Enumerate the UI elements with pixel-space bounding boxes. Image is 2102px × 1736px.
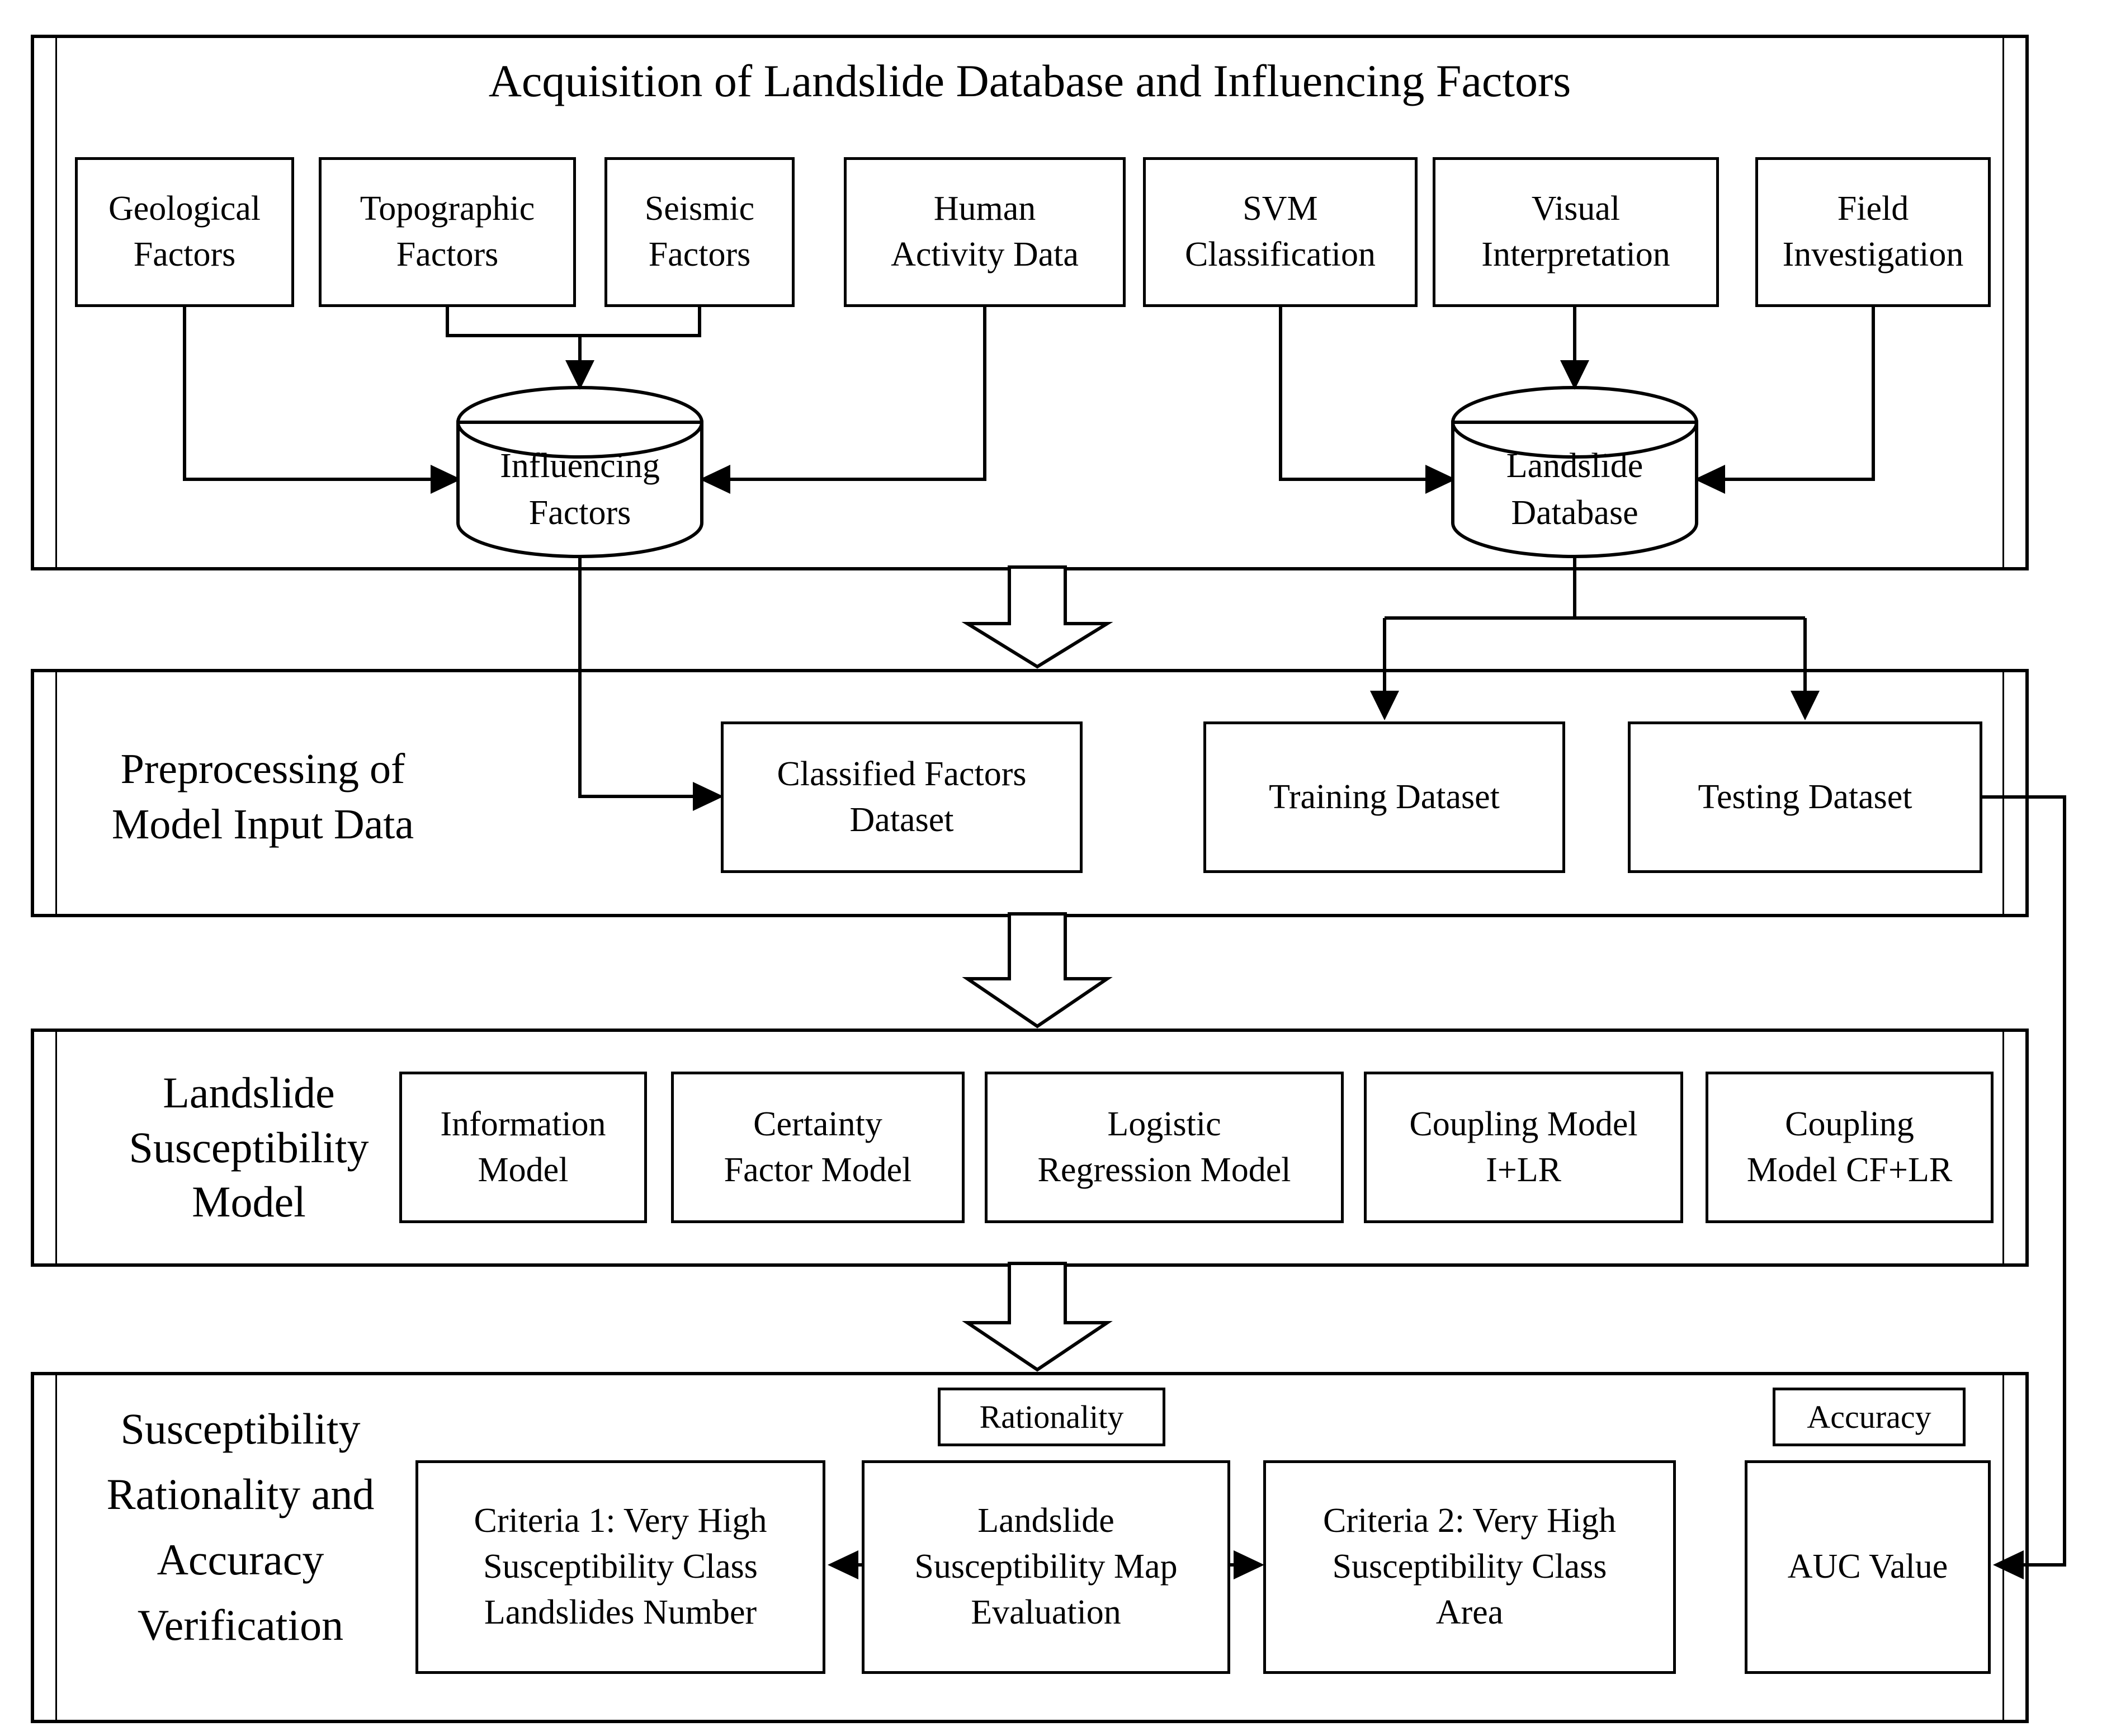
box-certainty-factor-model-label: Certainty Factor Model (724, 1105, 912, 1189)
box-auc-value: AUC Value (1745, 1460, 1991, 1674)
hollow-down-arrow-2 (962, 912, 1113, 1029)
box-certainty-factor-model: Certainty Factor Model (671, 1072, 965, 1223)
landslide-cylinder-top-ellipse (1451, 386, 1698, 459)
arrowhead-into-landslide-left (1425, 465, 1456, 494)
box-svm-classification: SVM Classification (1143, 157, 1418, 307)
arrowhead-into-landslide-top (1560, 360, 1589, 390)
arrowhead-into-criteria1 (828, 1550, 858, 1579)
connector-topo-seismic-bracket (446, 307, 701, 337)
box-criteria-2-area: Criteria 2: Very High Susceptibility Cla… (1263, 1460, 1676, 1674)
box-visual-interpretation-label: Visual Interpretation (1481, 190, 1670, 273)
box-topographic-factors-label: Topographic Factors (360, 190, 535, 273)
box-criteria-2-label: Criteria 2: Very High Susceptibility Cla… (1322, 1502, 1617, 1631)
arrowhead-into-landslide-right (1694, 465, 1725, 494)
section-preprocessing-inner-right-line (2002, 672, 2004, 914)
box-training-dataset-label: Training Dataset (1269, 777, 1500, 816)
section-verification-label: Susceptibility Rationality and Accuracy … (106, 1404, 375, 1649)
box-coupling-model-i-lr: Coupling Model I+LR (1364, 1072, 1683, 1223)
tag-accuracy-label: Accuracy (1807, 1399, 1931, 1435)
arrowhead-into-classified (693, 782, 724, 811)
tag-rationality: Rationality (938, 1388, 1165, 1446)
section-acquisition-title: Acquisition of Landslide Database and In… (488, 55, 1571, 106)
tag-rationality-label: Rationality (979, 1399, 1124, 1435)
box-logistic-regression-model-label: Logistic Regression Model (1037, 1105, 1291, 1189)
tag-accuracy: Accuracy (1773, 1388, 1966, 1446)
box-topographic-factors: Topographic Factors (319, 157, 576, 307)
box-geological-factors: Geological Factors (75, 157, 294, 307)
arrowhead-into-criteria2 (1234, 1550, 1264, 1579)
box-field-investigation: Field Investigation (1755, 157, 1991, 307)
box-information-model-label: Information Model (440, 1105, 606, 1189)
section-verification-inner-right-line (2002, 1375, 2004, 1720)
arrowhead-into-auc (1993, 1550, 2024, 1579)
box-susceptibility-map-evaluation-label: Landslide Susceptibility Map Evaluation (914, 1502, 1178, 1631)
arrowhead-into-influencing-right (700, 465, 730, 494)
box-logistic-regression-model: Logistic Regression Model (985, 1072, 1344, 1223)
box-information-model: Information Model (399, 1072, 647, 1223)
hollow-down-arrow-1 (961, 565, 1113, 669)
connector-influencing-to-classified (578, 556, 694, 798)
arrowhead-into-influencing-left (431, 465, 461, 494)
box-auc-value-label: AUC Value (1787, 1548, 1948, 1586)
section-preprocessing-inner-left-line (55, 672, 57, 914)
landslide-cylinder-body (1451, 421, 1698, 558)
box-testing-dataset: Testing Dataset (1628, 721, 1982, 873)
box-coupling-model-cf-lr: Coupling Model CF+LR (1706, 1072, 1994, 1223)
section-acquisition-inner-left-line (55, 38, 57, 567)
section-model-inner-left-line (55, 1032, 57, 1263)
influencing-cylinder-top-ellipse (456, 386, 703, 459)
section-acquisition-inner-right-line (2002, 38, 2004, 567)
influencing-cylinder-body (456, 421, 703, 558)
connector-geological-to-influencing (183, 307, 432, 481)
connector-human-to-influencing (729, 307, 986, 481)
box-seismic-factors-label: Seismic Factors (644, 190, 755, 273)
box-classified-factors-dataset-label: Classified Factors Dataset (777, 754, 1027, 839)
section-preprocessing-label: Preprocessing of Model Input Data (111, 746, 414, 848)
box-geological-factors-label: Geological Factors (108, 190, 261, 273)
box-testing-dataset-label: Testing Dataset (1698, 777, 1912, 816)
box-susceptibility-map-evaluation: Landslide Susceptibility Map Evaluation (862, 1460, 1230, 1674)
box-criteria-1-label: Criteria 1: Very High Susceptibility Cla… (474, 1502, 767, 1631)
box-criteria-1-landslides-number: Criteria 1: Very High Susceptibility Cla… (415, 1460, 825, 1674)
box-human-activity-data: Human Activity Data (844, 157, 1126, 307)
box-human-activity-data-label: Human Activity Data (891, 190, 1079, 273)
box-coupling-model-i-lr-label: Coupling Model I+LR (1409, 1105, 1638, 1189)
section-model-label: Landslide Susceptibility Model (129, 1068, 369, 1226)
hollow-down-arrow-3 (962, 1262, 1113, 1372)
box-field-investigation-label: Field Investigation (1782, 190, 1964, 273)
cylinder-landslide-database-label: Landslide Database (1506, 447, 1643, 532)
box-visual-interpretation: Visual Interpretation (1433, 157, 1719, 307)
connector-testing-to-auc (1982, 795, 2066, 1567)
arrowhead-into-testing (1791, 691, 1820, 720)
box-training-dataset: Training Dataset (1203, 721, 1565, 873)
box-classified-factors-dataset: Classified Factors Dataset (721, 721, 1083, 873)
box-coupling-model-cf-lr-label: Coupling Model CF+LR (1746, 1105, 1953, 1189)
connector-svm-to-landslide (1279, 307, 1426, 481)
section-verification-inner-left-line (55, 1375, 57, 1720)
arrowhead-into-training (1370, 691, 1399, 720)
cylinder-influencing-factors-label: Influencing Factors (500, 447, 660, 532)
section-model-inner-right-line (2002, 1032, 2004, 1263)
box-seismic-factors: Seismic Factors (604, 157, 795, 307)
arrowhead-into-influencing-top (565, 360, 594, 390)
connector-field-to-landslide (1724, 307, 1875, 481)
box-svm-classification-label: SVM Classification (1185, 190, 1376, 273)
